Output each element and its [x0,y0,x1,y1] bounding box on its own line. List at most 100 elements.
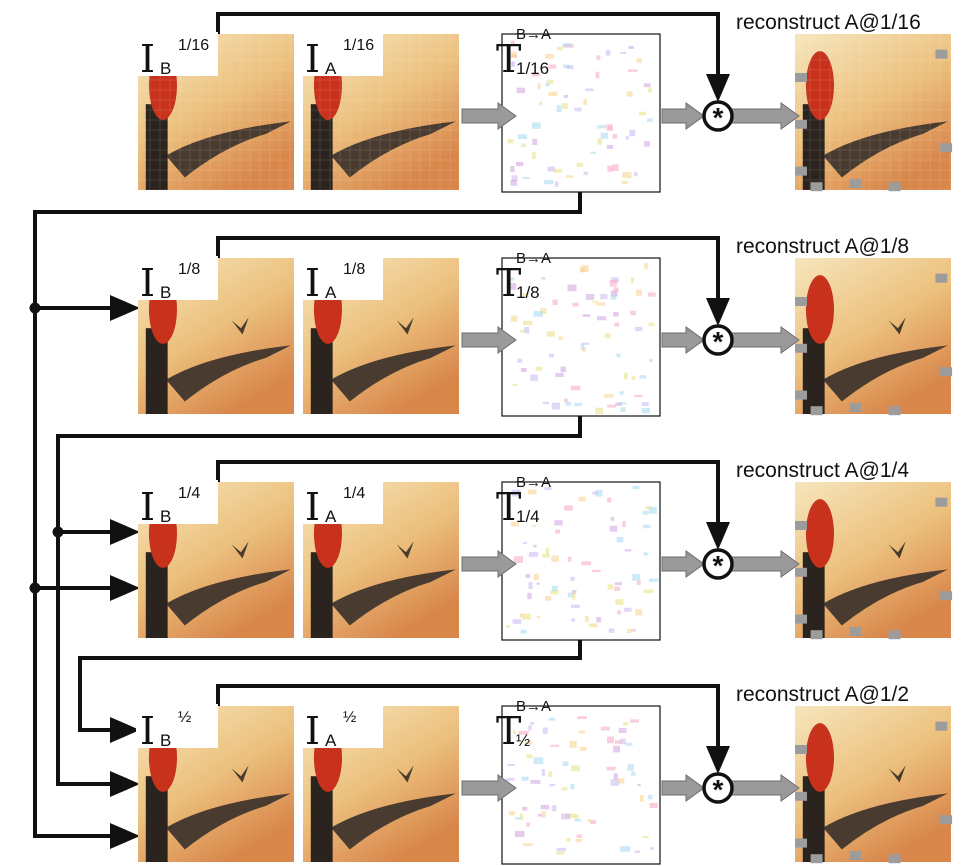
convolution-operator: * [702,324,734,357]
transform-speck [536,615,541,619]
transform-speck [541,277,546,280]
label-b-main: I [140,261,155,305]
transform-speck [610,290,618,297]
operator-circle [702,324,734,356]
transform-speck [522,843,533,847]
dragon-wing [331,793,456,850]
transform-speck [623,722,629,726]
transform-speck [550,590,559,595]
label-b-superscript: 1/16 [178,37,209,54]
transform-speck [647,87,652,93]
transform-speck [643,83,651,88]
transform-speck [606,144,614,149]
transform-speck [637,783,641,787]
missing-pixel-block [888,406,901,416]
missing-pixel-block [810,854,823,864]
transform-speck [520,813,524,820]
missing-pixel-block [888,182,901,192]
transform-speck [621,180,628,185]
transform-speck [542,727,548,734]
transform-subscript: 1/4 [516,507,540,526]
transform-speck [578,730,585,734]
transform-speck [570,765,580,772]
transform-main: T [496,261,521,305]
transform-speck [647,118,653,122]
transform-speck [607,584,614,590]
transform-speck [567,556,572,562]
label-a-superscript: 1/16 [343,37,374,54]
transform-speck [610,516,615,521]
transform-speck [592,569,601,573]
flying-bird [888,317,906,335]
transform-map [501,705,661,865]
transform-speck [556,847,566,852]
transform-speck [595,489,603,497]
transform-speck [596,125,607,129]
transform-speck [636,580,641,585]
label-a-subscript: A [325,731,337,750]
transform-speck [512,730,517,734]
label-b-main: I [140,709,155,753]
missing-pixel-block [795,614,807,624]
transform-speck [596,316,607,321]
transform-speck [510,521,519,527]
transform-speck [511,51,517,58]
transform-speck [630,719,639,723]
transform-speck [631,771,636,776]
transform-speck [556,46,563,51]
missing-pixel-block [795,343,807,353]
flying-bird [231,541,249,559]
transform-speck [536,582,540,585]
transform-speck [555,529,561,534]
transform-speck [506,777,515,781]
transform-speck [571,604,580,609]
transform-superscript: B→A [516,474,551,491]
convolution-operator: * [702,548,734,581]
transform-speck [604,333,611,339]
transform-speck [520,368,527,373]
transform-speck [558,336,563,341]
transform-speck [641,402,649,406]
figure-body [310,328,333,414]
transform-speck [551,805,557,812]
label-b-main: I [140,485,155,529]
transform-speck [541,769,545,776]
transform-speck [629,129,636,137]
figure-body [802,328,825,414]
transform-speck [541,811,546,818]
junction-dot [29,582,41,594]
transform-speck [600,294,608,300]
operator-circle [702,548,734,580]
transform-subscript: ½ [516,731,530,750]
transform-speck [574,107,582,112]
missing-pixel-block [849,627,862,637]
transform-speck [583,99,587,105]
transform-speck [613,311,619,317]
transform-speck [630,310,636,316]
transform-speck [556,105,562,113]
transform-speck [571,618,576,622]
transform-speck [531,122,541,129]
figure-body [802,552,825,638]
transform-speck [626,91,633,97]
gray-arrow-to-reconstruct [731,550,800,578]
transform-speck [510,40,515,44]
transform-speck [537,813,543,817]
label-a-superscript: 1/8 [343,261,365,278]
figure-body [145,552,168,638]
transform-speck [511,489,521,497]
missing-pixel-block [810,406,823,416]
label-a-subscript: A [325,59,337,78]
gray-arrow-to-transform [461,550,517,578]
transform-speck [544,487,552,490]
transform-speck [634,172,638,177]
transform-speck [649,847,654,851]
transform-speck [520,143,527,148]
dragon-wing [166,345,291,402]
transform-speck [535,366,543,371]
transform-speck [634,850,641,853]
transform-speck [528,582,533,590]
transform-speck [562,761,569,767]
transform-speck [613,745,621,753]
transform-speck [642,510,649,515]
